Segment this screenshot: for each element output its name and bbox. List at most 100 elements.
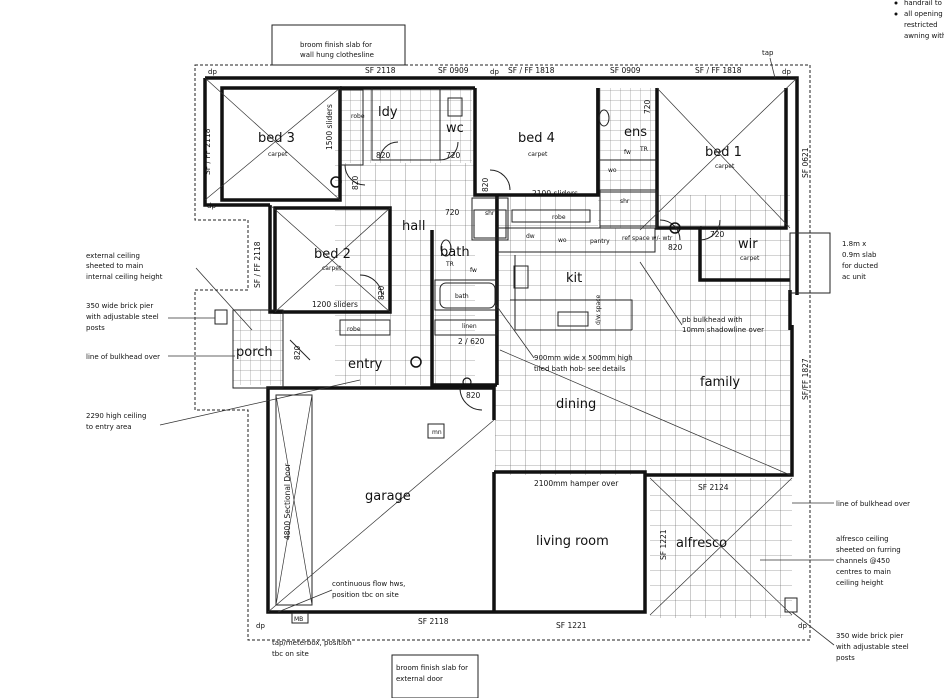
note-dp-tm: dp: [490, 68, 499, 76]
note-bulkhead-left: line of bulkhead over: [86, 353, 160, 361]
note-entry-ceiling-1: 2290 high ceiling: [86, 412, 146, 420]
dim-hamper: 2100mm hamper over: [534, 479, 619, 488]
dim-sf1818-a: SF / FF 1818: [508, 66, 555, 75]
room-bed2: bed 2: [314, 247, 351, 262]
label-robe-bed4: robe: [552, 214, 566, 221]
room-porch: porch: [236, 345, 273, 360]
toilet-wc: [447, 97, 463, 117]
tiles-kitchen-dining-family: [495, 195, 790, 475]
finish-bed1: carpet: [715, 163, 735, 170]
label-dw: dw: [526, 233, 535, 240]
dim-720-ens: 720: [643, 99, 652, 114]
room-bed1: bed 1: [705, 145, 742, 160]
dim-820-bed3: 820: [376, 151, 391, 160]
note-alfresco-3: channels @450: [836, 557, 890, 565]
note-brick-pier-right-1: 350 wide brick pier: [836, 632, 903, 640]
label-ref-space: ref space w/- wtr: [622, 235, 673, 242]
note-bulkhead-right: line of bulkhead over: [836, 500, 910, 508]
label-shr-bath: shr: [485, 210, 495, 217]
label-dw-space: d/w space: [595, 294, 602, 325]
finish-bed2: carpet: [322, 265, 342, 272]
label-linen: linen: [462, 323, 477, 330]
dim-linen-door: 2 / 620: [458, 337, 485, 346]
dim-820-porch: 820: [293, 345, 302, 360]
dim-sf1827: SF/FF 1827: [801, 358, 810, 400]
room-labels: bed 3 carpet bed 2 carpet bed 4 carpet b…: [236, 105, 760, 623]
vanity-basin: [598, 109, 610, 127]
room-ldy: ldy: [378, 105, 398, 120]
note-tiled-bath-1: 900mm wide x 500mm high: [534, 354, 633, 362]
note-hws-2: position tbc on site: [332, 591, 399, 599]
note-dp-left: dp: [207, 202, 216, 210]
note-slab-2: 0.9m slab: [842, 251, 877, 259]
note-broom-bottom-2: external door: [396, 675, 443, 683]
shower-ens: [599, 191, 657, 227]
dim-sf1818-b: SF / FF 1818: [695, 66, 742, 75]
tiles-hall: [335, 145, 475, 385]
room-ens: ens: [624, 125, 647, 140]
note-alfresco-1: alfresco ceiling: [836, 535, 889, 543]
shower-bath: [473, 209, 507, 239]
tiles-alfresco: [650, 478, 792, 618]
note-brick-pier-right-2: with adjustable steel: [836, 643, 909, 651]
label-bath-tub: bath: [455, 293, 469, 300]
dim-820-bed1: 820: [668, 243, 683, 252]
note-alfresco-2: sheeted on furring: [836, 546, 901, 554]
dim-720-bath: 720: [445, 208, 460, 217]
finish-wir: carpet: [740, 255, 760, 262]
note-dp-br: dp: [798, 622, 807, 630]
label-wo: wo: [608, 167, 617, 174]
dim-sf2118-left: SF / FF 2118: [203, 128, 212, 175]
note-broom-top-1: broom finish slab for: [300, 41, 372, 49]
label-fw-ens: fw: [624, 149, 631, 156]
note-pb-bulkhead-2: 10mm shadowline over: [682, 326, 764, 334]
annotations: broom finish slab for wall hung clothesl…: [86, 0, 944, 698]
note-brick-pier-1: 350 wide brick pier: [86, 302, 153, 310]
dim-820-bed2: 820: [377, 285, 386, 300]
room-garage: garage: [365, 489, 411, 504]
label-fw: fw: [470, 267, 477, 274]
room-hall: hall: [402, 219, 425, 234]
room-dining: dining: [556, 397, 596, 412]
bath-basin: [440, 239, 452, 257]
label-wo-kit: wo: [558, 237, 567, 244]
sink: [557, 311, 589, 327]
dim-720-wir: 720: [710, 230, 725, 239]
roof-diagonals: [204, 77, 798, 616]
room-entry: entry: [348, 357, 383, 372]
dimension-labels: SF 2118 SF 0909 SF / FF 1818 SF 0909 SF …: [203, 66, 810, 630]
note-ceiling-3: internal ceiling height: [86, 273, 163, 281]
dim-sf0621: SF 0621: [801, 147, 810, 178]
finish-bed4: carpet: [528, 151, 548, 158]
label-shr-ens: shr: [620, 198, 630, 205]
note-brick-pier-2: with adjustable steel: [86, 313, 159, 321]
note-top-a: handrail to: [904, 0, 942, 7]
note-alfresco-4: centres to main: [836, 568, 891, 576]
brick-pier-left: [214, 309, 228, 325]
room-bed3: bed 3: [258, 131, 295, 146]
note-pb-bulkhead-1: pb bulkhead with: [682, 316, 743, 324]
note-broom-bottom-1: broom finish slab for: [396, 664, 468, 672]
dim-sf1221-bottom: SF 1221: [556, 621, 587, 630]
brick-pier-right: [784, 597, 798, 613]
note-dp-bl: dp: [256, 622, 265, 630]
label-robe-bed2: robe: [347, 326, 361, 333]
dim-sectional-door: 4800 Sectional Door: [283, 463, 292, 540]
smoke-detectors: [330, 176, 681, 387]
note-broom-top-2: wall hung clothesline: [300, 51, 374, 59]
room-alfresco: alfresco: [676, 536, 727, 551]
room-kit: kit: [566, 271, 582, 286]
porch-outline: [232, 309, 284, 389]
note-dp-tl: dp: [208, 68, 217, 76]
mn-box: [427, 423, 445, 439]
note-ceiling-1: external ceiling: [86, 252, 140, 260]
dim-sf1221-side: SF 1221: [659, 529, 668, 560]
note-tap-meter-1: tap/meterbox, position: [272, 639, 352, 647]
bathtub: [439, 282, 496, 309]
label-robe-bed3: robe: [351, 113, 365, 120]
note-tap-meter-2: tbc on site: [272, 650, 309, 658]
dim-sf2124: SF 2124: [698, 483, 729, 492]
note-slab-3: for ducted: [842, 262, 878, 270]
dim-820-hall: 820: [351, 175, 360, 190]
